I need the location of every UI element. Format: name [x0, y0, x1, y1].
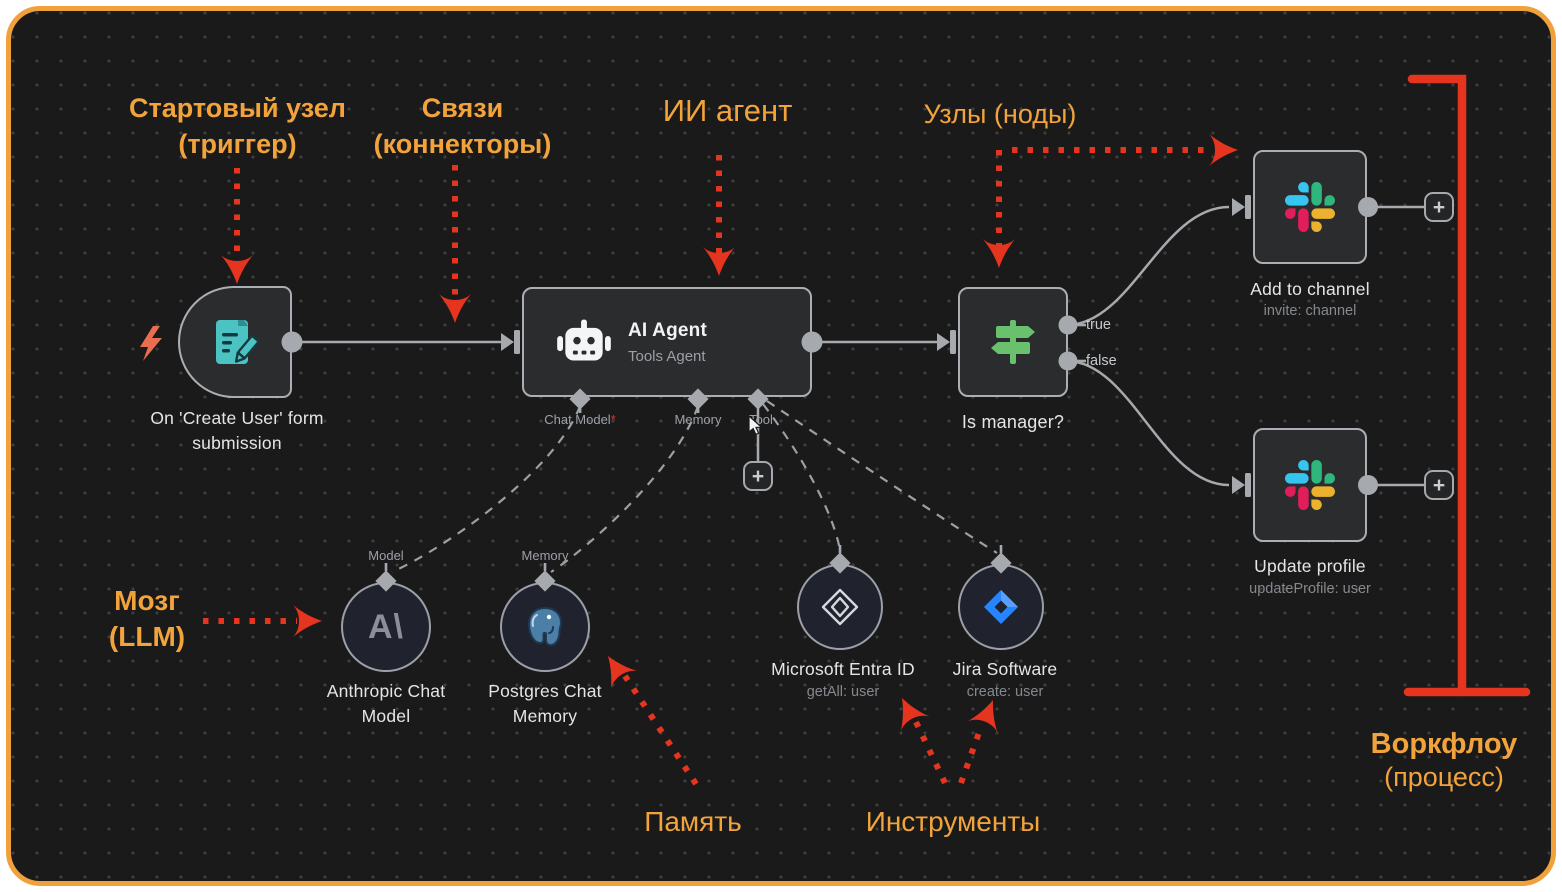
node-slack-update-profile[interactable] [1253, 428, 1367, 542]
annotation-brain: Мозг (LLM) [108, 585, 186, 652]
anthropic-logo-icon: A\ [368, 607, 404, 646]
node-slack-add-to-channel[interactable] [1253, 150, 1367, 264]
ai-agent-title: AI Agent [628, 320, 708, 341]
required-asterisk: * [610, 412, 616, 427]
entra-node-label: Microsoft Entra ID [771, 659, 915, 679]
node-ai-agent[interactable] [522, 287, 812, 397]
add-tool-plus-button[interactable]: + [743, 461, 773, 491]
slack-icon [1285, 460, 1335, 510]
plus-icon: + [1432, 473, 1446, 497]
postgres-node-label: Postgres Chat Memory [488, 681, 602, 726]
plus-icon: + [1432, 195, 1446, 219]
plus-icon: + [751, 464, 765, 488]
port-label-model: Model [368, 548, 404, 563]
annotation-ai-agent: ИИ агент [662, 93, 793, 128]
robot-icon [557, 319, 611, 361]
slack-icon [1285, 182, 1335, 232]
annotation-nodes: Узлы (ноды) [923, 99, 1077, 129]
output-label-false: false [1086, 353, 1117, 369]
if-node-label: Is manager? [961, 412, 1065, 432]
node-microsoft-entra-id[interactable] [797, 564, 883, 650]
signpost-if-icon [991, 320, 1035, 364]
form-pencil-icon [216, 320, 260, 364]
postgres-elephant-icon [527, 606, 563, 647]
entra-node-subtitle: getAll: user [806, 684, 880, 700]
jira-icon [984, 590, 1018, 624]
port-label-chat-model: Chat Model* [544, 412, 616, 427]
ai-agent-subtitle: Tools Agent [628, 348, 706, 365]
slack-update-subtitle: updateProfile: user [1249, 581, 1371, 597]
node-anthropic-chat-model[interactable]: A\ [341, 582, 431, 672]
annotation-connectors: Связи (коннекторы) [373, 93, 552, 159]
trigger-node-label: On 'Create User' form submission [150, 408, 324, 453]
annotation-memory: Память [644, 806, 742, 837]
annotation-workflow: Воркфлоу (процесс) [1370, 728, 1518, 792]
annotation-tools: Инструменты [865, 806, 1041, 837]
slack-add-subtitle: invite: channel [1263, 303, 1357, 319]
annotation-start-node: Стартовый узел (триггер) [129, 93, 346, 159]
jira-node-label: Jira Software [952, 659, 1058, 679]
node-is-manager[interactable] [958, 287, 1068, 397]
port-label-tool: Tool [749, 412, 773, 427]
entra-id-icon [821, 588, 859, 626]
node-postgres-chat-memory[interactable] [500, 582, 590, 672]
node-form-trigger[interactable] [178, 286, 292, 398]
anthropic-node-label: Anthropic Chat Model [326, 681, 446, 726]
port-label-memory-sub: Memory [521, 548, 569, 563]
slack-update-label: Update profile [1254, 556, 1366, 576]
output-label-true: true [1086, 317, 1111, 333]
jira-node-subtitle: create: user [966, 684, 1044, 700]
slack-add-label: Add to channel [1250, 279, 1370, 299]
port-label-memory: Memory [674, 412, 722, 427]
add-node-plus-button[interactable]: + [1424, 470, 1454, 500]
add-node-plus-button[interactable]: + [1424, 192, 1454, 222]
node-jira-software[interactable] [958, 564, 1044, 650]
